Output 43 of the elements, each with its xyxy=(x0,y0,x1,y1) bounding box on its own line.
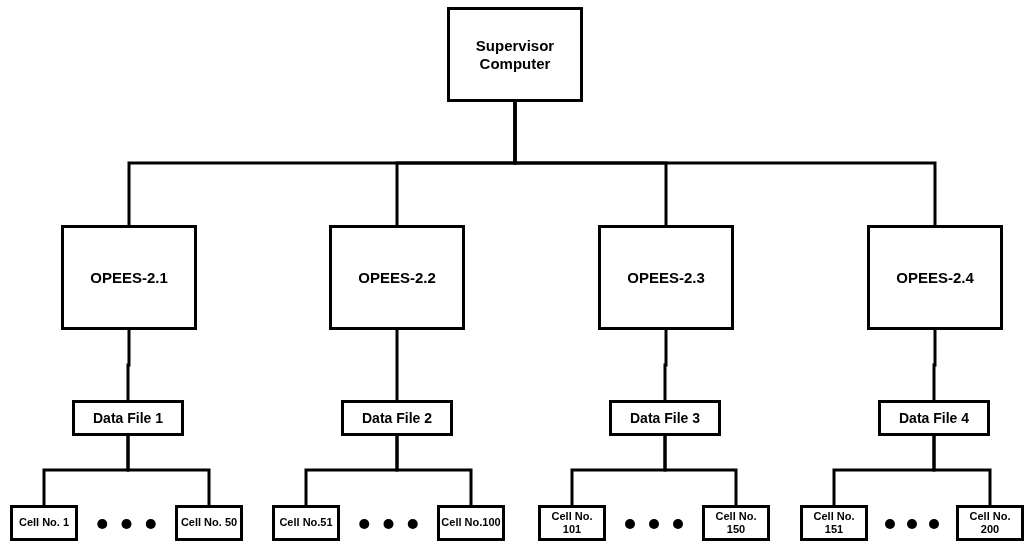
station-box xyxy=(867,225,1003,330)
cell-box xyxy=(272,505,340,541)
node-label: Cell No. 151 xyxy=(812,509,856,537)
node-label: OPEES-2.1 xyxy=(90,268,168,287)
node-label: Data File 4 xyxy=(899,409,969,427)
node-label: Data File 1 xyxy=(93,409,163,427)
node-label: Cell No. 50 xyxy=(180,516,238,530)
connector-line xyxy=(932,330,937,400)
node-label: Cell No. 200 xyxy=(968,509,1012,537)
connector-line xyxy=(126,436,211,505)
station-box xyxy=(61,225,197,330)
node-label: Data File 3 xyxy=(630,409,700,427)
node-label: OPEES-2.3 xyxy=(627,268,705,287)
node-label: Cell No.51 xyxy=(279,516,333,530)
connector-line xyxy=(663,330,668,400)
connector-line xyxy=(126,330,131,400)
cell-box xyxy=(702,505,770,541)
node-label: Supervisor Computer xyxy=(474,36,556,73)
supervisor-computer-box xyxy=(447,7,583,102)
connector-line xyxy=(932,436,992,505)
cell-box xyxy=(538,505,606,541)
node-label: Cell No.100 xyxy=(441,516,501,530)
cell-box xyxy=(175,505,243,541)
connector-line xyxy=(395,436,473,505)
connector-line xyxy=(395,330,399,400)
node-label: Cell No. 1 xyxy=(18,516,70,530)
connector-line xyxy=(513,102,937,225)
cell-box xyxy=(956,505,1024,541)
node-label: Cell No. 101 xyxy=(550,509,594,537)
cell-box xyxy=(800,505,868,541)
node-label: OPEES-2.2 xyxy=(358,268,436,287)
cell-box xyxy=(10,505,78,541)
data-file-box xyxy=(878,400,990,436)
data-file-box xyxy=(72,400,184,436)
cell-box xyxy=(437,505,505,541)
node-label: Data File 2 xyxy=(362,409,432,427)
station-box xyxy=(329,225,465,330)
connector-line xyxy=(663,436,738,505)
station-box xyxy=(598,225,734,330)
node-label: Cell No. 150 xyxy=(714,509,758,537)
data-file-box xyxy=(609,400,721,436)
node-label: OPEES-2.4 xyxy=(896,268,974,287)
data-file-box xyxy=(341,400,453,436)
